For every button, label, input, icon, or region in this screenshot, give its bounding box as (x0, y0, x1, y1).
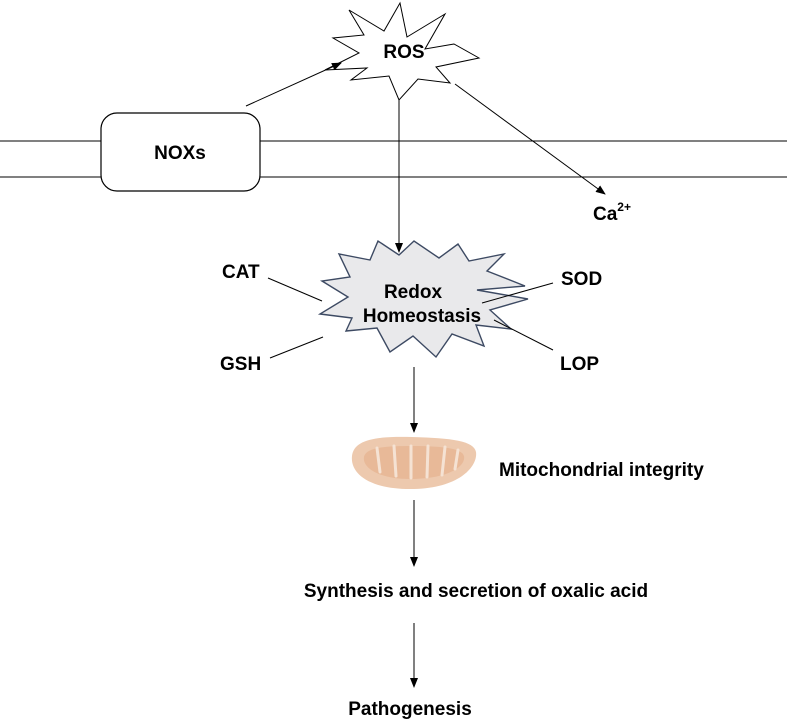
arrow-ros-to-calcium (454, 83, 606, 195)
noxs-node: NOXs (100, 112, 261, 192)
ros-node: ROS (324, 1, 481, 101)
sod-label: SOD (561, 269, 602, 290)
ros-label: ROS (383, 42, 424, 63)
mitochondria-label: Mitochondrial integrity (499, 460, 704, 481)
ros-burst (324, 1, 481, 101)
redox-homeostasis-node: Redox Homeostasis (317, 239, 529, 359)
arrow-noxs-to-ros (245, 62, 342, 107)
oxalic-acid-label: Synthesis and secretion of oxalic acid (304, 581, 648, 602)
calcium-base: Ca (593, 204, 618, 225)
noxs-label: NOXs (154, 143, 206, 164)
lop-label: LOP (560, 354, 599, 375)
pathogenesis-label: Pathogenesis (348, 699, 472, 720)
connector-gsh (269, 336, 324, 359)
mitochondrion-icon (351, 436, 477, 490)
gsh-label: GSH (220, 354, 261, 375)
calcium-label: Ca2+ (593, 200, 631, 225)
connector-sod (481, 282, 554, 304)
connector-cat (267, 277, 323, 302)
cat-label: CAT (222, 262, 260, 283)
redox-label-line1: Redox (384, 282, 443, 303)
redox-label-line2: Homeostasis (363, 306, 481, 327)
calcium-superscript: 2+ (617, 200, 631, 214)
connector-lop (493, 319, 554, 351)
redox-burst (317, 239, 529, 359)
